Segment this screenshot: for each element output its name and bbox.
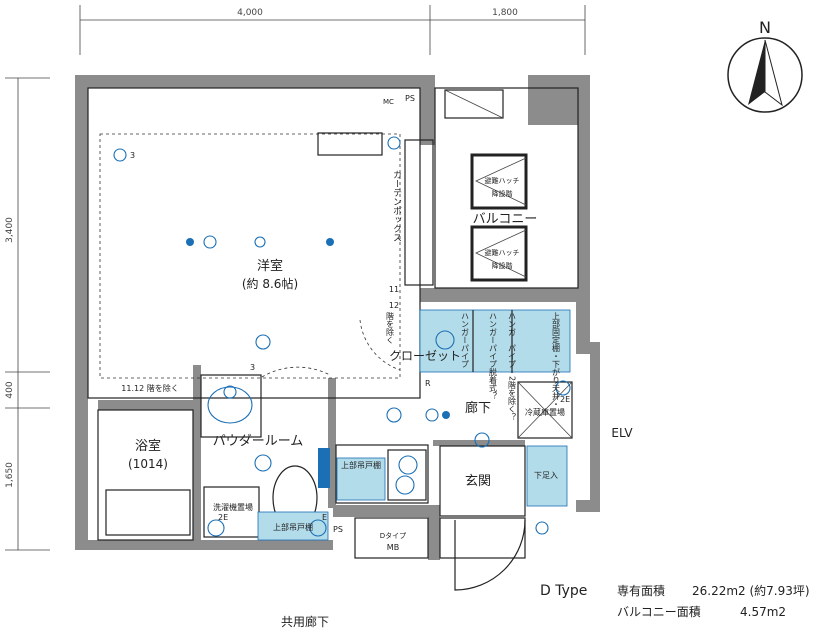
- dimension-lines: [5, 5, 586, 551]
- common-corridor-label: 共用廊下: [281, 614, 329, 629]
- outlet-3-b: 3: [250, 363, 255, 372]
- curtain-box-label: カーテンボックス: [391, 170, 402, 242]
- outlet-e: E: [322, 513, 327, 522]
- closet-note-1: ハンガーパイプ: [461, 312, 470, 368]
- dim-top-1: 4,000: [237, 8, 263, 18]
- outlet-3-a: 3: [130, 151, 135, 160]
- hatch-floor-1: 降設階: [492, 189, 513, 198]
- dim-left-3: 1,650: [5, 462, 15, 488]
- balcony-label: バルコニー: [473, 212, 538, 227]
- bath-label: 浴室: [135, 438, 161, 454]
- western-room-label: 洋室: [257, 258, 283, 274]
- mb-type-label: Dタイプ: [380, 531, 406, 540]
- fridge-label: 冷蔵庫置場: [525, 407, 565, 417]
- dim-left-2: 400: [5, 381, 15, 398]
- mc-symbol: MC: [383, 98, 394, 106]
- outlet-2e: 2E: [560, 395, 570, 404]
- hatch-label-2: 避難ハッチ: [485, 248, 520, 257]
- closet-note-2: ハンガーパイプ脱着式？: [489, 312, 498, 400]
- elv-label: ELV: [611, 426, 633, 440]
- washer-outlet: 2E: [218, 513, 228, 522]
- dim-left-1: 3,400: [5, 217, 15, 243]
- balcony-area-label: バルコニー面積: [617, 604, 701, 619]
- ps-label-bottom: PS: [333, 525, 343, 534]
- washer-label: 洗濯機置場: [213, 502, 253, 512]
- north-compass: N: [727, 18, 803, 113]
- closet-label: クローゼット: [389, 349, 461, 363]
- balcony-area-value: 4.57m2: [740, 605, 786, 619]
- entrance-label: 玄関: [465, 474, 491, 489]
- evacuation-hatch: [470, 153, 528, 282]
- closet-note-3: ハンガーパイプ・2階を除く？: [508, 312, 517, 421]
- powder-room-label: パウダールーム: [213, 434, 304, 449]
- hatch-label-1: 避難ハッチ: [485, 176, 520, 185]
- closet-note-4: 上部固定棚・下がり天井・: [552, 312, 561, 408]
- light-fixtures: [113, 136, 571, 537]
- dim-top-2: 1,800: [492, 8, 518, 18]
- floor-note-b-12: 12: [389, 301, 399, 310]
- mb-label: MB: [387, 543, 399, 552]
- floor-note-b-11: 11: [389, 285, 399, 294]
- upper-cabinet-label-2: 上部吊戸棚: [273, 522, 313, 532]
- western-room-size: (約 8.6帖): [242, 276, 298, 291]
- walls: [75, 75, 600, 560]
- bath-size: (1014): [128, 457, 168, 471]
- area-value: 26.22m2 (約7.93坪): [692, 583, 810, 598]
- upper-cabinet-label-1: 上部吊戸棚: [341, 460, 381, 470]
- shoe-box-label: 下足入: [534, 471, 558, 480]
- ps-label-top: PS: [405, 94, 415, 103]
- unit-type: D Type: [540, 583, 587, 599]
- floor-note-b-text: 階を除く: [386, 311, 395, 344]
- hatch-floor-2: 降設階: [492, 261, 513, 270]
- corridor-label: 廊下: [465, 400, 491, 416]
- floor-note-a: 11.12 階を除く: [121, 383, 178, 393]
- north-label: N: [759, 18, 771, 37]
- area-label: 専有面積: [617, 583, 665, 598]
- closet-area: [419, 309, 571, 373]
- r-symbol: R: [425, 379, 431, 388]
